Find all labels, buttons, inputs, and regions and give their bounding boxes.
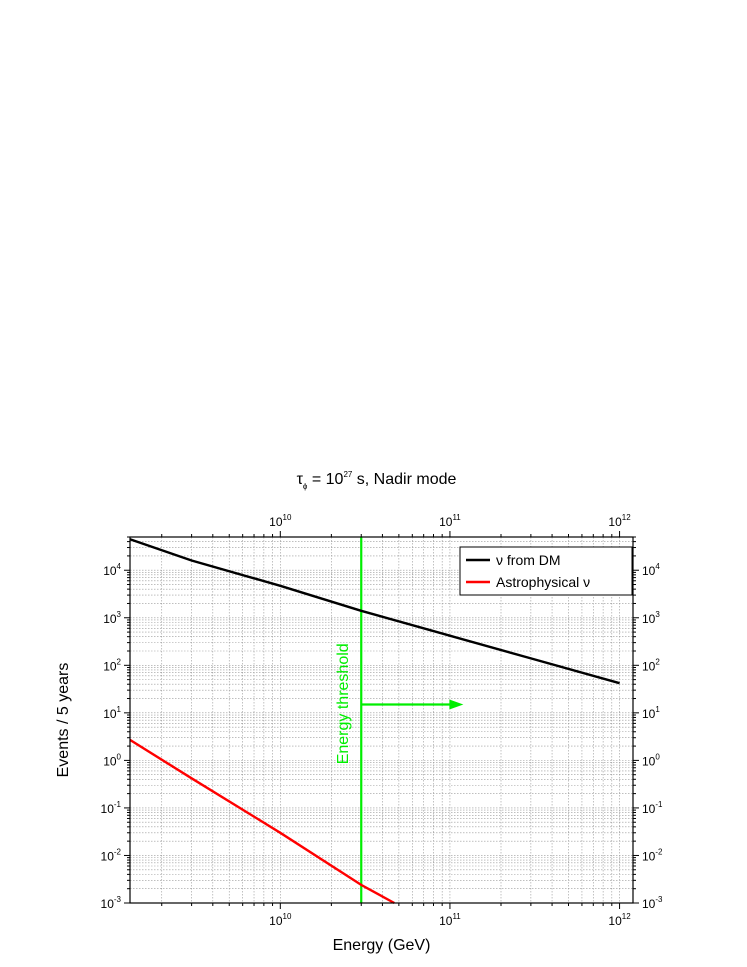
- series-line-2: [129, 738, 395, 905]
- y-right-tick-label: 103: [642, 610, 660, 626]
- y-tick-label: 10-2: [101, 847, 122, 863]
- threshold-label: Energy threshold: [335, 643, 352, 764]
- x-tick-label: 1011: [439, 912, 461, 928]
- legend-box: [459, 546, 633, 596]
- chart-title: τϕ = 1027 s, Nadir mode: [297, 470, 457, 491]
- series-layer: [129, 538, 620, 905]
- y-tick-label: 104: [103, 562, 121, 578]
- legend: ν from DM Astrophysical ν: [459, 546, 633, 596]
- x-tick-label: 1012: [608, 912, 631, 928]
- y-right-tick-label: 10-1: [642, 800, 663, 816]
- x-tick-label: 1010: [269, 912, 292, 928]
- y-right-tick-label: 101: [642, 705, 660, 721]
- ticks: 1010 1010 1011 1011 1012 1012 10-3 10-3 10-2 10-2…: [101, 513, 664, 928]
- y-right-tick-label: 10-3: [642, 895, 663, 911]
- y-tick-label: 10-3: [101, 895, 122, 911]
- y-right-tick-label: 102: [642, 657, 660, 673]
- y-right-tick-label: 100: [642, 752, 660, 768]
- y-right-tick-label: 104: [642, 562, 660, 578]
- y-tick-label: 103: [103, 610, 121, 626]
- x-top-tick-label: 1012: [608, 513, 631, 529]
- y-right-tick-label: 10-2: [642, 847, 663, 863]
- y-axis-label: Events / 5 years: [55, 663, 72, 778]
- threshold-marker: Energy threshold: [335, 537, 464, 903]
- y-tick-label: 101: [103, 705, 121, 721]
- legend-label: Astrophysical ν: [496, 574, 590, 590]
- x-axis-label: Energy (GeV): [333, 937, 431, 954]
- y-tick-label: 102: [103, 657, 121, 673]
- y-tick-label: 100: [103, 752, 121, 768]
- threshold-arrow-head: [449, 699, 464, 710]
- x-top-tick-label: 1010: [269, 513, 292, 529]
- legend-label: ν from DM: [496, 552, 561, 568]
- y-tick-label: 10-1: [101, 800, 122, 816]
- x-top-tick-label: 1011: [439, 513, 461, 529]
- grid: [130, 536, 633, 904]
